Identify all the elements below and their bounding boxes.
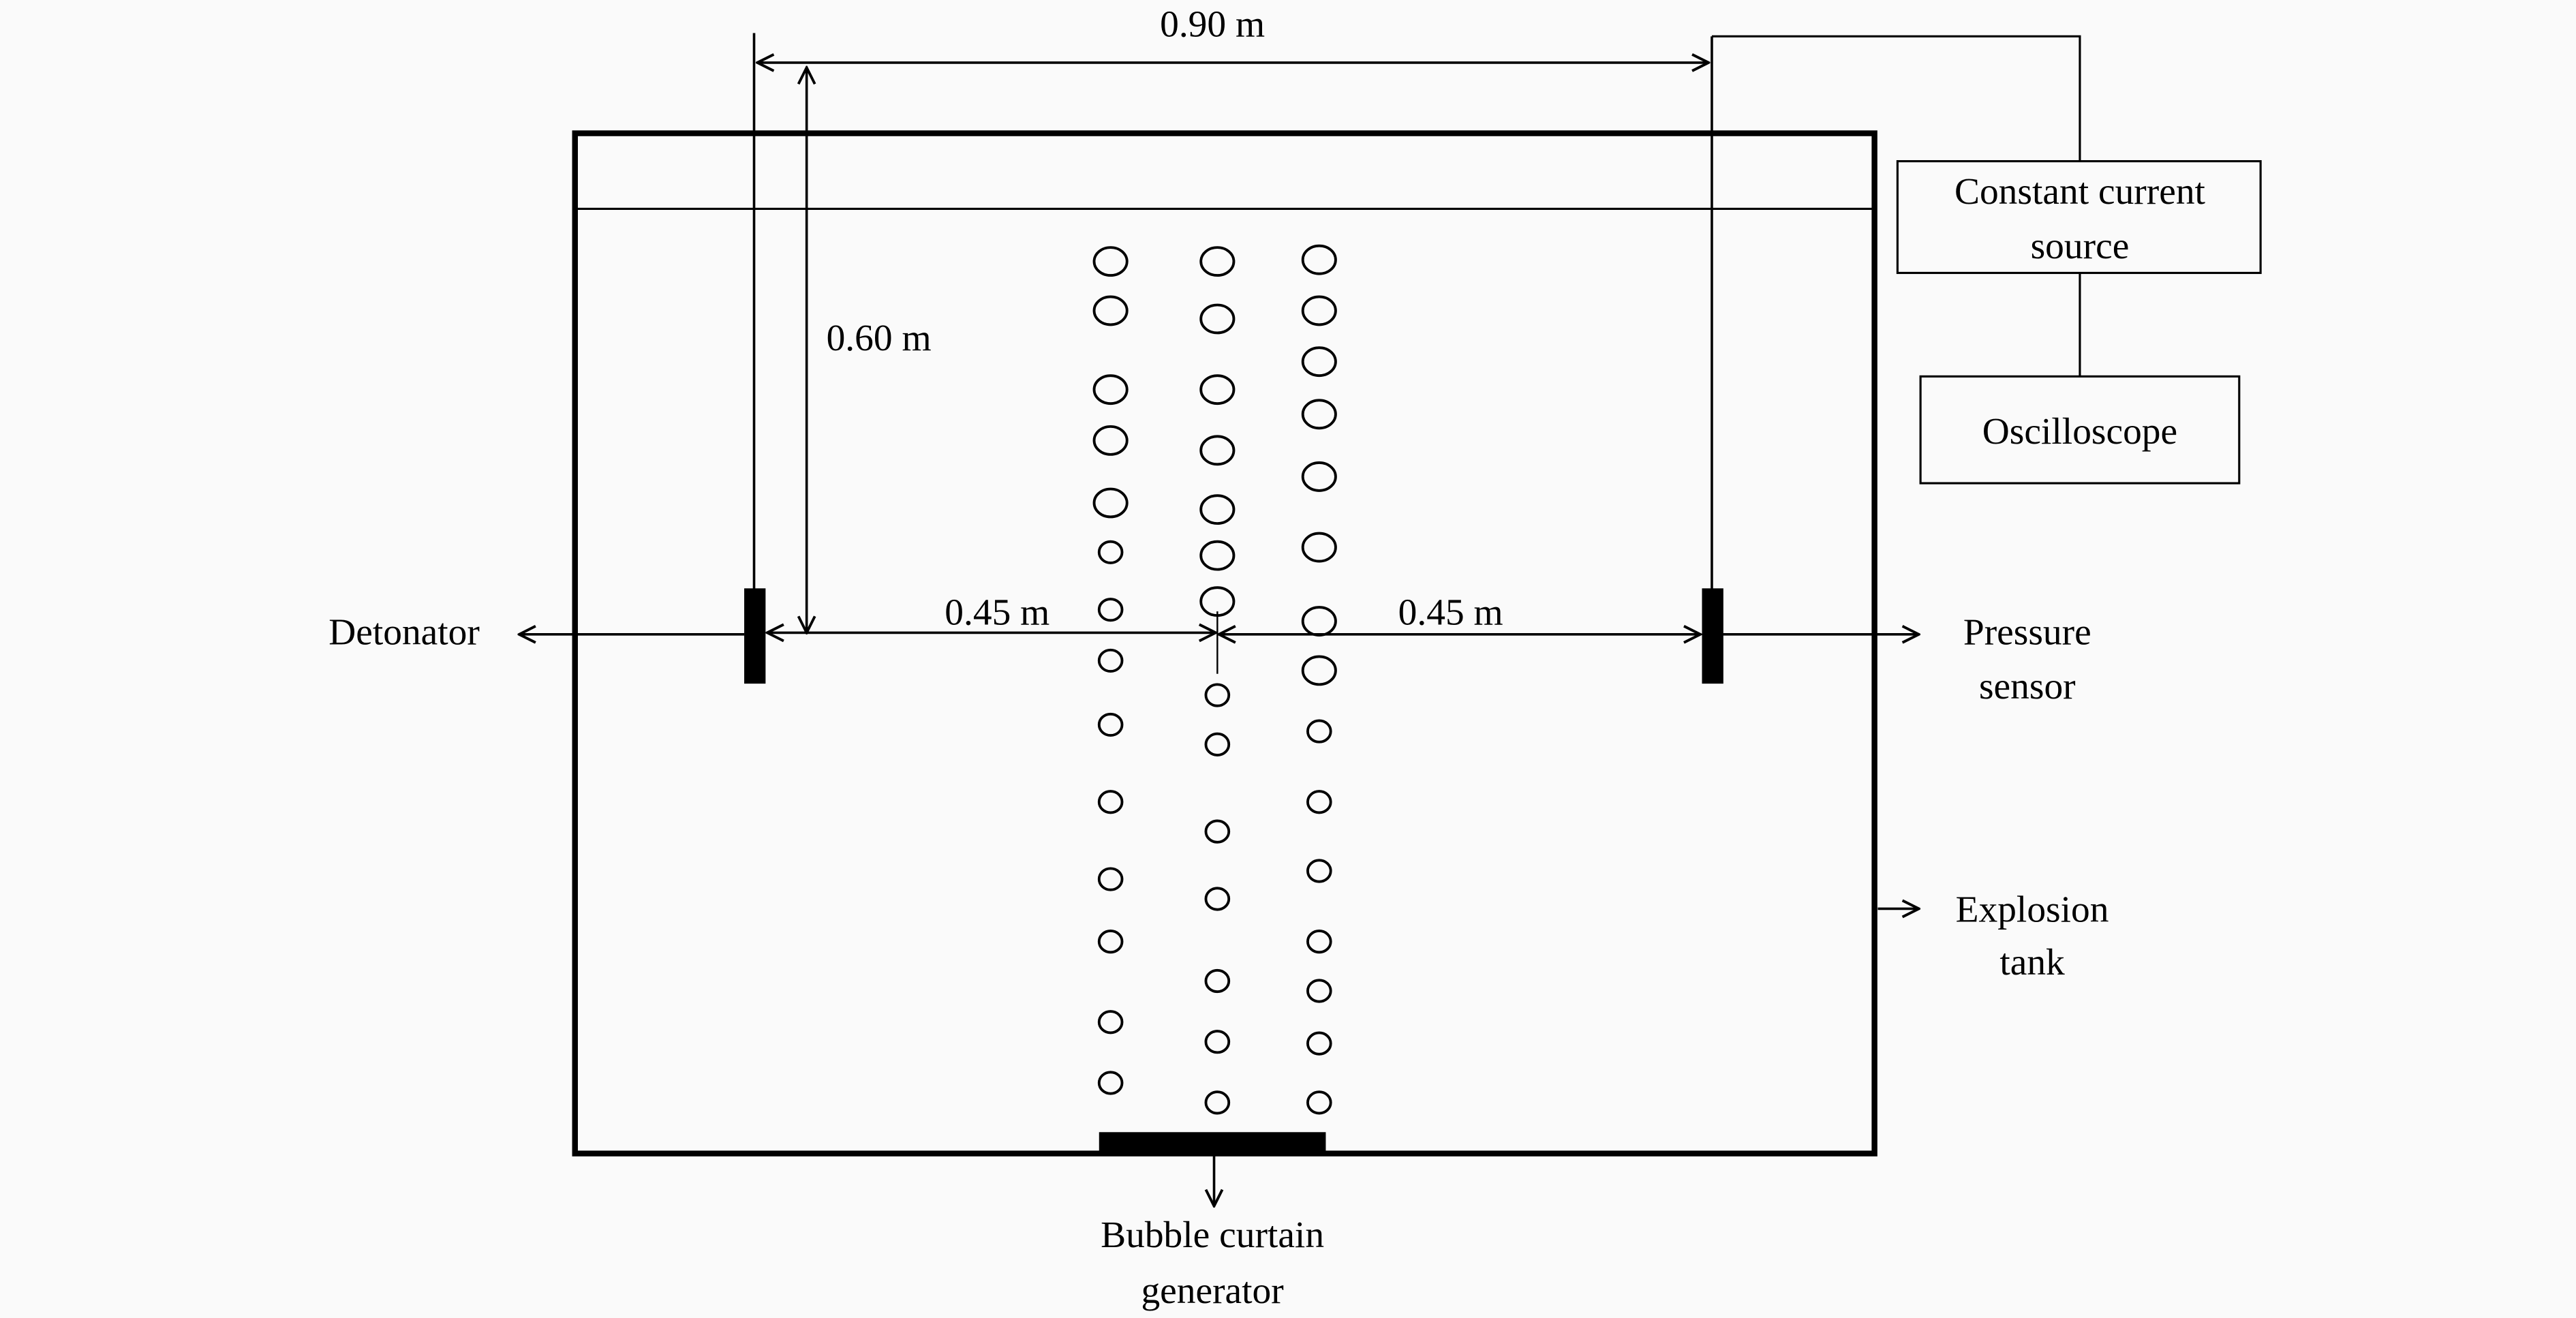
label-explosion-tank-1: Explosion: [1956, 889, 2109, 930]
bubble: [1204, 1030, 1231, 1054]
bubble: [1301, 461, 1337, 492]
label-oscilloscope: Oscilloscope: [1982, 410, 2177, 452]
label-distance-right: 0.45 m: [1398, 591, 1503, 632]
bubble: [1097, 790, 1124, 814]
label-bubble-generator-2: generator: [1141, 1270, 1283, 1311]
bubble: [1204, 683, 1231, 707]
bubble: [1306, 790, 1332, 814]
bubble: [1301, 295, 1337, 326]
bubble: [1306, 1090, 1332, 1115]
bubble: [1306, 719, 1332, 744]
bubble: [1097, 1010, 1124, 1035]
bubble: [1199, 586, 1236, 617]
bubble: [1097, 540, 1124, 564]
bubble: [1097, 1071, 1124, 1095]
bubble: [1204, 732, 1231, 756]
bubble: [1301, 244, 1337, 275]
label-detonator: Detonator: [328, 611, 480, 652]
bubble-curtain-generator: [1099, 1132, 1326, 1154]
bubble: [1092, 374, 1129, 405]
bubble: [1092, 246, 1129, 277]
label-depth: 0.60 m: [827, 317, 932, 358]
bubble: [1097, 598, 1124, 622]
bubble: [1301, 399, 1337, 430]
bubble: [1199, 374, 1236, 405]
bubble: [1199, 303, 1236, 335]
explosion-tank: [572, 130, 1877, 1156]
label-current-source-2: source: [2031, 225, 2130, 266]
bubble: [1199, 494, 1236, 525]
constant-current-source-box: [1896, 159, 2262, 275]
bubble: [1306, 1031, 1332, 1056]
bubble: [1306, 930, 1332, 954]
bubble: [1204, 819, 1231, 844]
bubble: [1301, 655, 1337, 686]
bubble: [1092, 295, 1129, 326]
bubble: [1097, 867, 1124, 891]
label-distance-left: 0.45 m: [945, 591, 1049, 632]
bubble: [1204, 1090, 1231, 1115]
bubble: [1301, 346, 1337, 378]
label-bubble-generator-1: Bubble curtain: [1101, 1214, 1324, 1255]
bubble: [1306, 859, 1332, 883]
bubble: [1204, 887, 1231, 911]
label-explosion-tank-2: tank: [1999, 941, 2065, 983]
bubble: [1301, 606, 1337, 637]
oscilloscope-box: [1919, 375, 2241, 485]
bubble: [1097, 712, 1124, 737]
detonator: [744, 588, 766, 684]
bubble: [1092, 425, 1129, 456]
bubble: [1306, 979, 1332, 1003]
bubble: [1199, 540, 1236, 571]
label-current-source-1: Constant current: [1954, 170, 2206, 212]
sensor-to-source-wire: [1711, 35, 2081, 162]
bubble: [1097, 930, 1124, 954]
bubble: [1199, 435, 1236, 466]
label-pressure-sensor-1: Pressure: [1963, 611, 2091, 652]
bubble: [1092, 487, 1129, 519]
bubble: [1199, 246, 1236, 277]
label-pressure-sensor-2: sensor: [1979, 665, 2076, 707]
pressure-sensor: [1702, 588, 1723, 684]
bubble-curtain: [1092, 244, 1337, 1115]
bubble: [1301, 532, 1337, 563]
bubble: [1097, 648, 1124, 673]
bubble: [1204, 968, 1231, 994]
label-distance-total: 0.90 m: [1160, 3, 1265, 44]
